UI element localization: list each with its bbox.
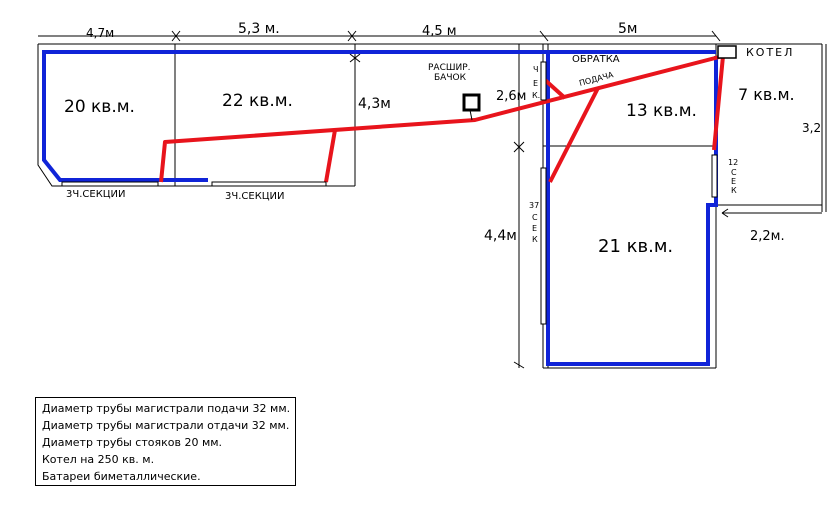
dim-top-3: 4,5 м [422, 24, 457, 39]
dim-riser: 2,6м [496, 89, 526, 104]
radiator-left [61, 181, 159, 187]
room-13: 13 кв.м. [626, 101, 697, 121]
legend-box: Диаметр трубы магистрали подачи 32 мм. Д… [35, 397, 296, 486]
dim-lower: 4,4м [484, 228, 517, 244]
dimension-labels: 4,7м 5,3 м. 4,5 м 5м 4,3м 2,6м 4,4м 3,2 … [86, 21, 821, 244]
legend-line-batteries: Батареи биметаллические. [42, 470, 201, 483]
radiator-37-label-4: К [532, 235, 538, 244]
radiator-small-label-2: Е [533, 79, 538, 88]
legend-line-boiler: Котел на 250 кв. м. [42, 453, 155, 466]
radiator-12-label-4: К [731, 186, 737, 195]
room-22: 22 кв.м. [222, 91, 293, 111]
legend-line-supply: Диаметр трубы магистрали подачи 32 мм. [42, 402, 291, 415]
radiator-37-label-3: Е [532, 224, 537, 233]
room-20: 20 кв.м. [64, 97, 135, 117]
radiators [61, 61, 718, 325]
radiator-small-label-3: К. [532, 91, 540, 100]
radiator-12-label-3: Е [731, 177, 736, 186]
expansion-tank [462, 93, 481, 112]
supply-pipe [159, 54, 725, 183]
dim-lower-right: 2,2м. [750, 229, 785, 244]
dim-right: 3,2 [802, 121, 821, 135]
room-labels: 20 кв.м. 22 кв.м. 13 кв.м. 7 кв.м. 21 кв… [64, 85, 795, 257]
radiator-37-label-1: 37 [529, 201, 539, 210]
walls [37, 43, 823, 369]
room-7: 7 кв.м. [738, 85, 795, 104]
boiler-label: КОТЕЛ [746, 46, 794, 59]
dim-top-4: 5м [618, 21, 637, 37]
radiator-12-label-1: 12 [728, 158, 738, 167]
radiator-37 [540, 167, 547, 325]
legend-line-risers: Диаметр трубы стояков 20 мм. [42, 436, 223, 449]
radiator-small [540, 61, 547, 101]
radiator-left-label: 3Ч.СЕКЦИИ [66, 189, 126, 200]
room-21: 21 кв.м. [598, 236, 673, 257]
radiator-vertical-labels: Ч Е К. 37 С Е К 12 С Е К [529, 65, 738, 244]
radiator-mid-label: 3Ч.СЕКЦИИ [225, 191, 285, 202]
legend-line-return: Диаметр трубы магистрали отдачи 32 мм. [42, 419, 290, 432]
radiator-mid [211, 181, 327, 187]
tank-label-1: РАСШИР. [428, 63, 471, 73]
dimension-lines [38, 30, 827, 369]
return-label: ОБРАТКА [572, 54, 620, 65]
tank-label-2: БАЧОК [434, 73, 467, 83]
radiator-37-label-2: С [532, 213, 538, 222]
boiler [717, 45, 737, 59]
dim-top-2: 5,3 м. [238, 21, 280, 37]
radiator-12 [711, 154, 718, 198]
dim-top-1: 4,7м [86, 26, 114, 40]
radiator-small-label-1: Ч [533, 65, 538, 74]
radiator-12-label-2: С [731, 168, 737, 177]
dim-left-mid: 4,3м [358, 96, 391, 112]
